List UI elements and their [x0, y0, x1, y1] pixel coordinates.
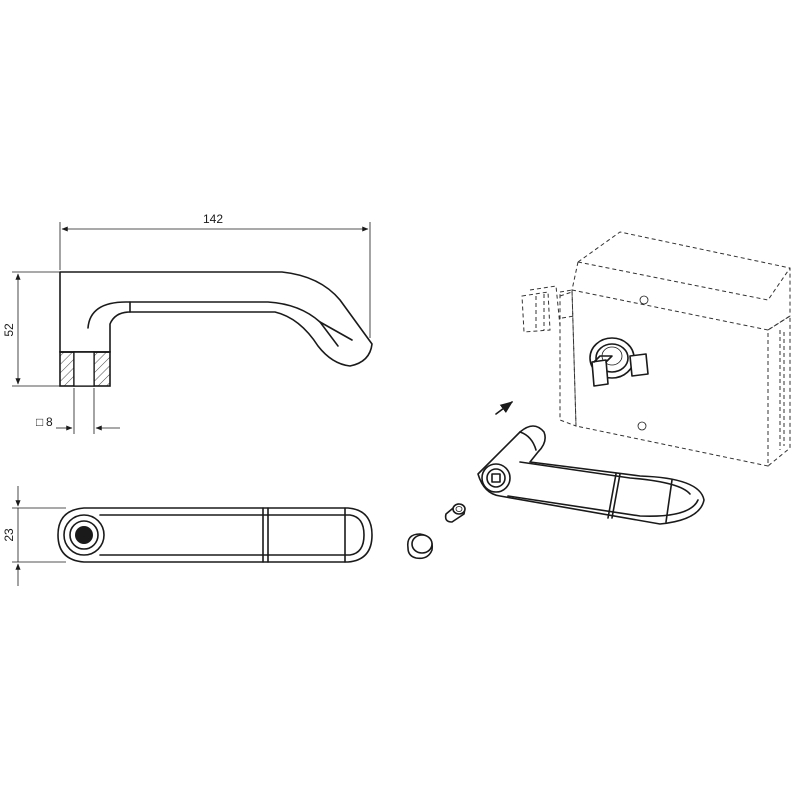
length-dimension-label: 142 — [203, 212, 223, 226]
width-dimension: 23 — [2, 486, 66, 586]
handle-top-profile — [57, 507, 373, 563]
grub-screw — [444, 503, 466, 523]
top-view: 23 — [2, 486, 373, 586]
end-cap — [406, 533, 434, 560]
spindle-dimension-label: 8 — [46, 415, 53, 429]
length-dimension: 142 — [59, 212, 371, 338]
handle-isometric — [477, 425, 705, 525]
spindle-square-symbol: □ — [36, 415, 43, 429]
side-view: 142 52 □ 8 — [2, 212, 373, 434]
spindle-dimension: □ 8 — [36, 388, 120, 434]
exploded-isometric-view — [406, 231, 791, 560]
lock-box — [521, 231, 791, 467]
height-dimension-label: 52 — [2, 323, 16, 337]
spindle-follower — [589, 337, 649, 387]
handle-side-profile — [59, 271, 373, 387]
width-dimension-label: 23 — [2, 528, 16, 542]
assembly-arrow — [495, 401, 514, 415]
height-dimension: 52 — [2, 271, 60, 387]
